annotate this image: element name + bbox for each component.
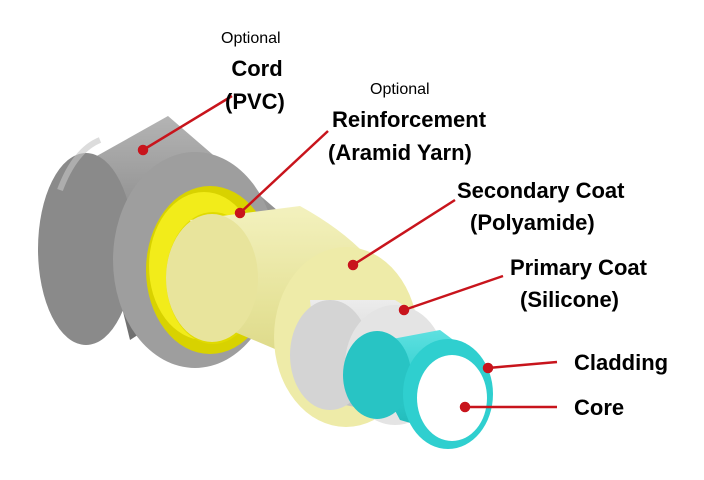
secondary-coat-name-label: Secondary Coat	[457, 178, 625, 203]
cladding-name-label: Cladding	[574, 350, 669, 375]
primary-coat-dot	[398, 304, 410, 316]
cord-optional-label: Optional	[221, 30, 281, 47]
primary-coat-name-label: Primary Coat	[510, 255, 647, 280]
reinforcement-dot	[234, 207, 246, 219]
primary-coat-leader	[403, 274, 504, 312]
cladding-dot	[482, 362, 494, 374]
secondary-coat-dot	[347, 259, 359, 271]
secondary-coat-material-label: (Polyamide)	[470, 210, 595, 235]
core-name-label: Core	[574, 395, 625, 420]
cord-material-label: (PVC)	[225, 89, 285, 114]
core-dot	[459, 401, 471, 413]
primary-coat-material-label: (Silicone)	[520, 287, 620, 312]
cord-name-label: Cord	[231, 56, 283, 81]
reinforcement-material-label: (Aramid Yarn)	[328, 140, 472, 165]
reinforcement-name-label: Reinforcement	[332, 107, 487, 132]
core-layer	[417, 355, 487, 441]
leader-lines	[137, 94, 558, 413]
reinforcement-optional-label: Optional	[370, 81, 430, 98]
cladding-leader	[487, 360, 558, 370]
secondary-coat-leader	[352, 198, 456, 267]
cord-dot	[137, 144, 149, 156]
reinforcement-leader	[239, 130, 329, 214]
cord-leader	[142, 94, 233, 152]
